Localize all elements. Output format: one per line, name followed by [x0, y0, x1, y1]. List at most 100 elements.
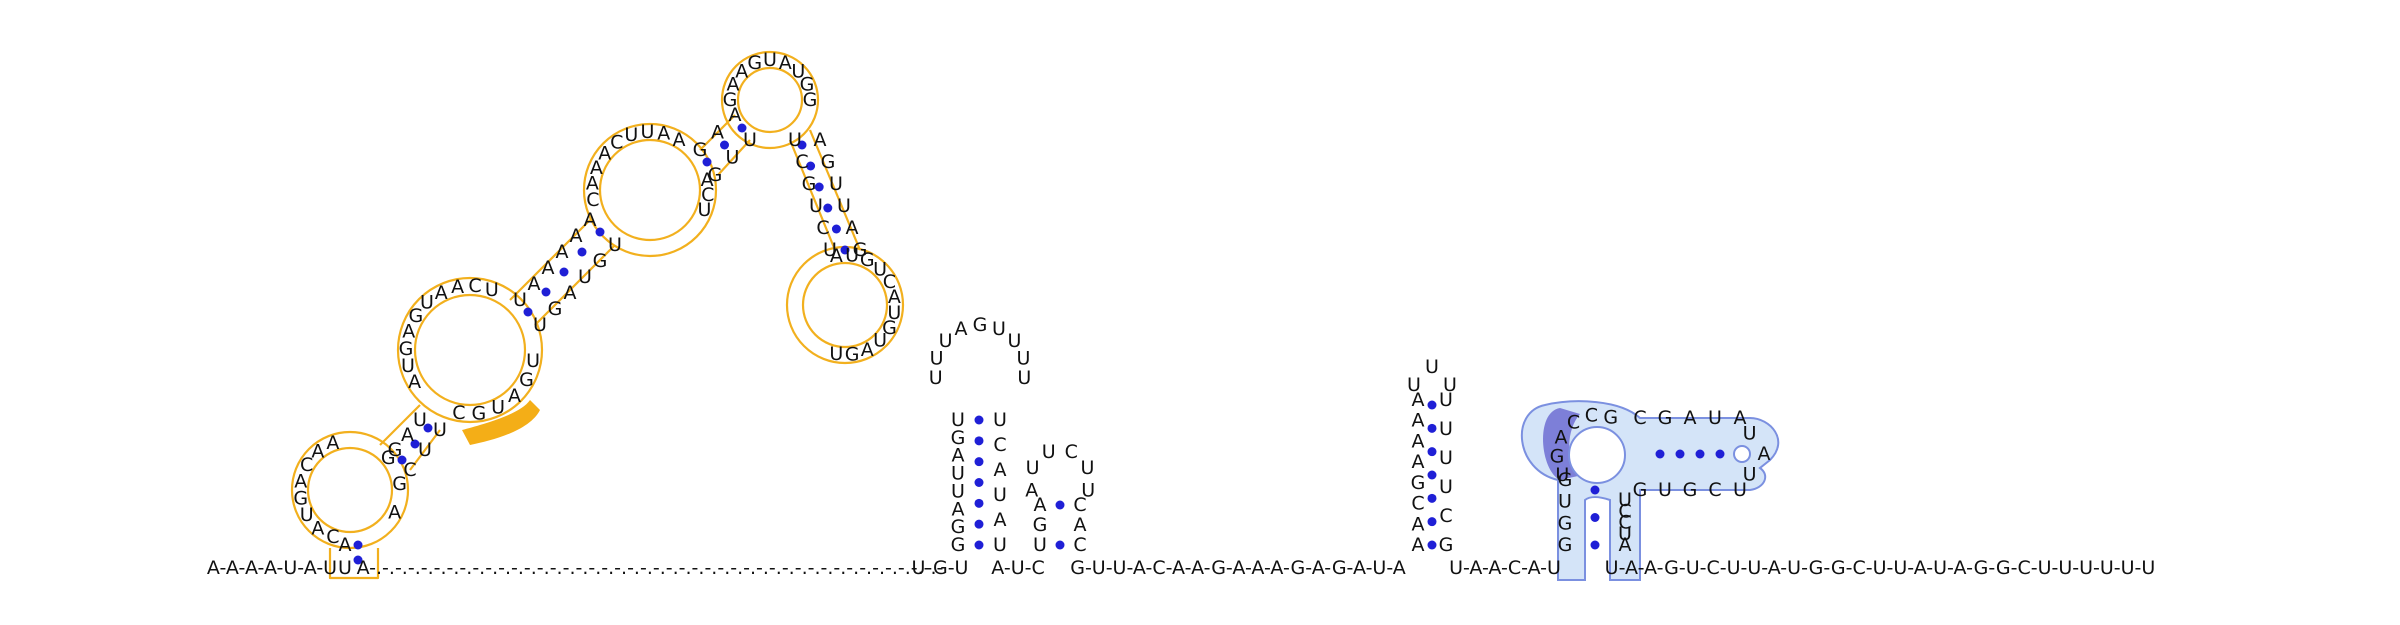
blue-base-5: G [1550, 445, 1565, 467]
pair-dot-17 [831, 224, 841, 234]
main-base-56: A [830, 245, 843, 267]
pair-dot-4 [423, 423, 433, 433]
main-base-3: A [311, 517, 324, 539]
hairpin-a-base-0: G [951, 534, 966, 556]
main-base-44: G [747, 52, 762, 74]
main-base-75: U [726, 147, 740, 169]
hairpin-c-base-7: A [1412, 389, 1425, 411]
main-base-66: G [845, 343, 860, 365]
blue-base-25: C [1618, 512, 1631, 534]
main-base-40: A [729, 104, 742, 126]
hairpin-c-base-15: C [1439, 505, 1452, 527]
hairpin-c-base-12: U [1439, 418, 1453, 440]
blue-base-12: A [1684, 407, 1697, 429]
pair-dot-3 [410, 439, 420, 449]
hairpin-c-base-14: U [1439, 476, 1453, 498]
hairpin-c-base-8: U [1407, 374, 1421, 396]
backbone-seg3: G-U-U-A-C-A-A-G-A-A-A-G-A-G-A-U-A [1070, 557, 1406, 579]
blue-base-19: C [1708, 479, 1721, 501]
main-base-65: A [861, 339, 874, 361]
main-base-57: U [845, 245, 859, 267]
main-base-97: A [388, 501, 401, 523]
main-base-92: U [433, 419, 447, 441]
main-base-24: A [528, 273, 541, 295]
main-base-29: C [586, 189, 599, 211]
main-base-80: U [608, 234, 622, 256]
main-base-78: C [701, 184, 714, 206]
blue-base-4: U [1555, 464, 1569, 486]
blue-base-3: G [1558, 469, 1573, 491]
loop-5-outline [801, 261, 889, 349]
pair-dot-7 [559, 267, 569, 277]
main-base-58: G [860, 249, 875, 271]
main-base-46: A [779, 52, 792, 74]
blue-base-0: G [1558, 534, 1573, 556]
main-base-13: A [408, 371, 421, 393]
pair-dot-29 [1427, 423, 1437, 433]
pair-dot-6 [541, 287, 551, 297]
main-base-17: G [408, 305, 423, 327]
hairpin-c-base-10: U [1443, 374, 1457, 396]
main-base-61: A [888, 286, 901, 308]
main-base-2: C [326, 526, 339, 548]
blue-base-22: G [1633, 479, 1648, 501]
main-base-67: U [829, 343, 843, 365]
main-base-63: G [882, 317, 897, 339]
pair-dot-40 [1695, 449, 1705, 459]
main-domain-highlight [462, 400, 540, 445]
pair-dot-27 [1055, 540, 1065, 550]
stem-1-outline [328, 548, 380, 580]
main-base-8: A [311, 441, 324, 463]
main-base-90: G [472, 402, 487, 424]
hairpin-c-base-2: C [1411, 493, 1424, 515]
hairpin-a-base-6: G [951, 427, 966, 449]
main-base-55: U [823, 239, 837, 261]
hairpin-a-base-10: U [939, 330, 953, 352]
backbone-seg4: U-A-A-C-A-U [1449, 557, 1561, 579]
main-base-28: A [584, 209, 597, 231]
main-base-76: G [708, 164, 723, 186]
backbone-tail: U-A-A-G-U-C-U-U-A-U-G-G-C-U-U-A-U-A-G-G-… [1605, 557, 2156, 579]
pair-dot-38 [1655, 449, 1665, 459]
blue-base-14: A [1734, 407, 1747, 429]
hairpin-b-base-4: U [1026, 457, 1040, 479]
hairpin-b-base-9: C [1073, 494, 1086, 516]
main-base-77: A [701, 169, 714, 191]
main-base-27: A [570, 225, 583, 247]
main-base-25: A [542, 257, 555, 279]
stem-5-outline [788, 129, 862, 251]
pair-dot-36 [1590, 513, 1600, 522]
main-base-30: A [586, 173, 599, 195]
hairpin-b-base-11: C [1073, 534, 1086, 556]
main-base-42: A [727, 74, 740, 96]
hairpin-a-base-7: U [951, 409, 965, 431]
hairpin-c-base-1: A [1412, 513, 1425, 535]
main-base-91: C [452, 402, 465, 424]
main-base-84: G [548, 298, 563, 320]
blue-base-16: A [1758, 443, 1771, 465]
blue-base-15: U [1743, 422, 1757, 444]
pair-dot-8 [577, 247, 587, 257]
main-base-23: U [513, 289, 527, 311]
main-base-79: U [698, 199, 712, 221]
base-pair-dots [353, 123, 1725, 565]
blue-base-6: A [1555, 426, 1568, 448]
pair-dot-22 [974, 478, 984, 487]
backbone-spacer: A-.-.-.-.-.-.-.-.-.-.-.-.-.-.-.-.-.-.-.-… [357, 557, 944, 579]
hairpin-c-base-4: A [1412, 451, 1425, 473]
hairpin-a-base-19: A [994, 459, 1007, 481]
hairpin-a-base-14: U [1008, 330, 1022, 352]
blue-base-2: U [1558, 491, 1572, 513]
pair-dot-26 [1055, 500, 1065, 510]
loop-3-outline [598, 138, 702, 242]
hairpin-b-base-8: U [1081, 479, 1095, 501]
main-base-14: U [401, 355, 415, 377]
hairpin-a-base-4: U [951, 463, 965, 485]
blue-base-24: C [1618, 500, 1631, 522]
hairpin-a-base-17: U [993, 409, 1007, 431]
pair-dot-30 [1427, 447, 1437, 457]
pair-dot-23 [974, 498, 984, 508]
loop-3-outer [582, 122, 718, 258]
main-base-82: U [578, 266, 592, 288]
